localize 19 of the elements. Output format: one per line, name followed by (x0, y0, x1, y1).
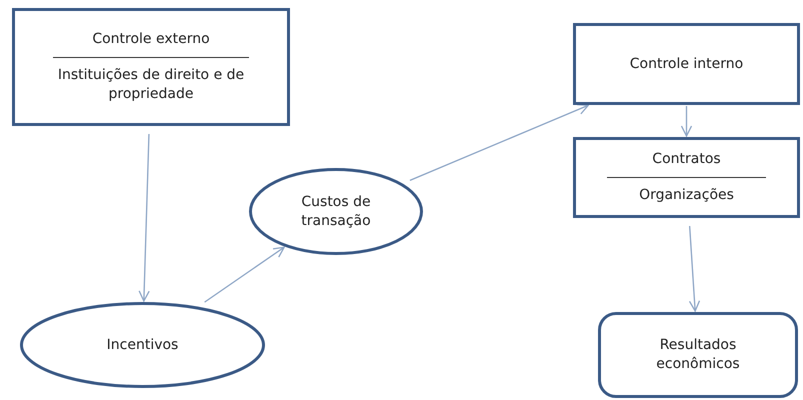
ellipse-node (249, 168, 423, 255)
process-box (573, 137, 800, 218)
process-box (573, 23, 800, 105)
process-box (12, 8, 290, 126)
arrow (138, 134, 150, 302)
node-title: Custos de transação (300, 192, 372, 230)
arrow (688, 226, 700, 312)
arrow (410, 104, 589, 181)
node-title: Contratos (651, 150, 722, 169)
node-title: Controle externo (91, 30, 211, 50)
arrow (680, 106, 692, 137)
arrow (204, 246, 285, 303)
node-text: Instituições de direito e de propriedade (56, 66, 246, 104)
node-title: Resultados econômicos (655, 336, 741, 374)
node-title: Incentivos (106, 336, 180, 354)
node-title: Controle interno (628, 54, 744, 74)
node-text: Organizações (638, 186, 735, 205)
rounded-box (598, 312, 798, 398)
ellipse-node (20, 302, 265, 388)
